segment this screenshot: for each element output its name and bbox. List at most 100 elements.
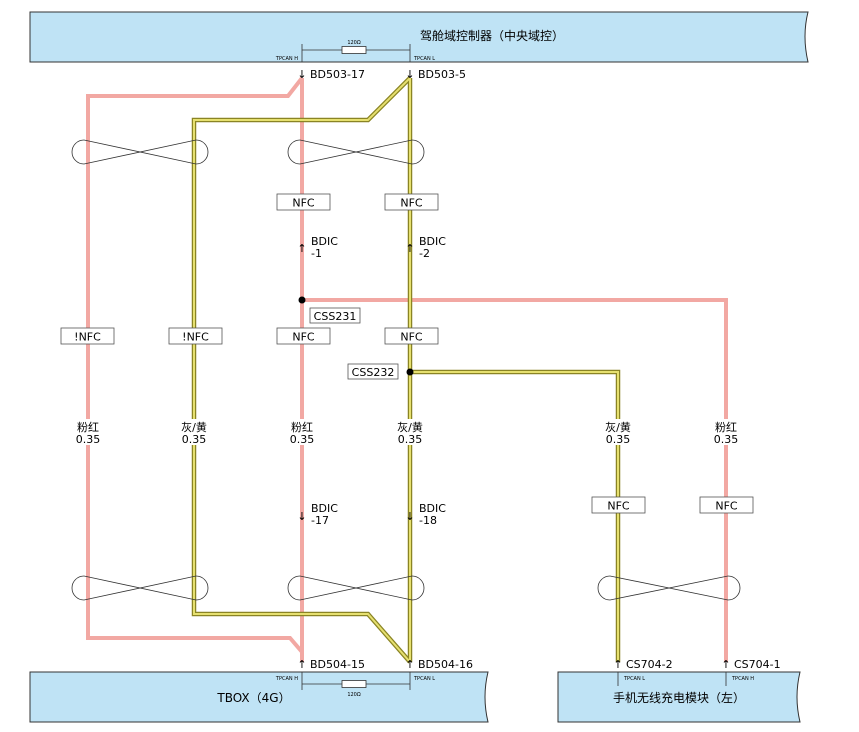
wire-label-grey-yellow: 灰/黄 0.35 (392, 419, 428, 446)
svg-text:0.35: 0.35 (398, 433, 423, 446)
connector-name: BDIC (311, 235, 338, 248)
option-box-nfc: NFC (699, 496, 754, 514)
connector-name: BDIC (311, 502, 338, 515)
wire-pink-branch (302, 298, 728, 662)
option-box-nfc: NFC (591, 496, 646, 514)
option-box-not-nfc: !NFC (168, 327, 223, 345)
connector-name: BDIC (419, 502, 446, 515)
wire-yellow-branch (410, 371, 619, 662)
splices: CSS231 CSS232 (298, 296, 414, 380)
module-tbox: TBOX（4G） 120Ω TPCAN H TPCAN L (29, 671, 489, 723)
pin-up-icon: ↑ (405, 658, 414, 671)
pin-up-icon: ↑ (613, 658, 622, 671)
wire-labels: 粉红 0.35 灰/黄 0.35 粉红 0.35 灰/黄 0.35 灰/黄 0.… (72, 419, 742, 446)
splice-label-css232: CSS232 (352, 366, 395, 379)
connector-pin: -2 (419, 247, 430, 260)
connector-pin: -1 (311, 247, 322, 260)
svg-text:0.35: 0.35 (290, 433, 315, 446)
pin-up-icon: ↑ (405, 242, 414, 255)
svg-text:NFC: NFC (607, 500, 630, 513)
svg-text:!NFC: !NFC (182, 331, 209, 344)
twisted-pair-icon (71, 575, 209, 601)
pin-bd504-16: ↑ BD504-16 (405, 658, 473, 671)
option-box-nfc: NFC (384, 327, 439, 345)
pin-bd503-5: ↓ BD503-5 (405, 68, 466, 81)
wires (86, 76, 728, 664)
pin-down-icon: ↓ (297, 510, 306, 523)
wire-label-pink: 粉红 0.35 (710, 419, 742, 446)
inline-connector-bdic-1: ↑ BDIC -1 (297, 235, 338, 260)
can-h-label: TPCAN H (275, 56, 298, 62)
pin-down-icon: ↓ (405, 68, 414, 81)
splice-dot-icon (406, 368, 414, 376)
wire-label-pink: 粉红 0.35 (286, 419, 318, 446)
can-l-label: TPCAN L (413, 676, 435, 682)
svg-text:0.35: 0.35 (606, 433, 631, 446)
splice-label-css231: CSS231 (314, 310, 357, 323)
pin-label: BD504-15 (310, 658, 365, 671)
svg-text:灰/黄: 灰/黄 (605, 420, 631, 434)
option-box-nfc: NFC (276, 327, 331, 345)
svg-text:NFC: NFC (292, 197, 315, 210)
twisted-pair-icon (597, 575, 741, 601)
splice-dot-icon (298, 296, 306, 304)
wire-label-pink: 粉红 0.35 (72, 419, 104, 446)
module-title: 驾舱域控制器（中央域控） (420, 28, 564, 43)
can-h-label: TPCAN H (275, 676, 298, 682)
pin-bd504-15: ↑ BD504-15 (297, 658, 365, 671)
connector-name: BDIC (419, 235, 446, 248)
twisted-pair-icon (71, 139, 209, 165)
can-l-label: TPCAN L (413, 56, 435, 62)
svg-text:!NFC: !NFC (74, 331, 101, 344)
module-cockpit-domain-controller: 驾舱域控制器（中央域控） 120Ω TPCAN H TPCAN L (29, 11, 809, 63)
pin-label: CS704-1 (734, 658, 781, 671)
svg-text:NFC: NFC (400, 331, 423, 344)
svg-text:0.35: 0.35 (182, 433, 207, 446)
svg-text:灰/黄: 灰/黄 (397, 420, 423, 434)
terminating-resistor-icon: 120Ω (301, 40, 411, 62)
pin-cs704-2: ↑ CS704-2 (613, 658, 672, 671)
pin-up-icon: ↑ (297, 242, 306, 255)
wire-yellow-outer (193, 77, 411, 663)
svg-text:粉红: 粉红 (291, 421, 313, 434)
option-box-not-nfc: !NFC (60, 327, 115, 345)
pin-label: BD503-5 (418, 68, 466, 81)
option-box-nfc: NFC (384, 193, 439, 211)
resistor-value: 120Ω (347, 692, 361, 698)
can-l-label: TPCAN L (623, 676, 645, 682)
can-h-label: TPCAN H (731, 676, 754, 682)
svg-text:粉红: 粉红 (715, 421, 737, 434)
pin-label: CS704-2 (626, 658, 673, 671)
module-title: TBOX（4G） (216, 691, 290, 705)
svg-text:0.35: 0.35 (76, 433, 101, 446)
pin-label: BD503-17 (310, 68, 365, 81)
pin-label: BD504-16 (418, 658, 473, 671)
pin-up-icon: ↑ (297, 658, 306, 671)
option-box-nfc: NFC (276, 193, 331, 211)
inline-connector-bdic-18: ↓ BDIC -18 (405, 502, 446, 527)
pin-bd503-17: ↓ BD503-17 (297, 68, 365, 81)
module-wireless-charger-left: 手机无线充电模块（左） TPCAN L TPCAN H (557, 671, 801, 723)
pin-down-icon: ↓ (405, 510, 414, 523)
twisted-pair-icon (287, 575, 425, 601)
pin-down-icon: ↓ (297, 68, 306, 81)
svg-text:灰/黄: 灰/黄 (181, 420, 207, 434)
svg-text:粉红: 粉红 (77, 421, 99, 434)
wire-label-grey-yellow: 灰/黄 0.35 (600, 419, 636, 446)
inline-connectors: ↑ BDIC -1 ↑ BDIC -2 ↓ BDIC -17 ↓ BDIC -1… (297, 235, 446, 527)
twisted-pair-icons (71, 139, 741, 601)
svg-text:NFC: NFC (292, 331, 315, 344)
module-pins: ↓ BD503-17 ↓ BD503-5 ↑ BD504-15 ↑ BD504-… (297, 68, 780, 671)
svg-text:NFC: NFC (400, 197, 423, 210)
svg-text:NFC: NFC (715, 500, 738, 513)
terminating-resistor-icon: 120Ω (301, 672, 411, 698)
inline-connector-bdic-17: ↓ BDIC -17 (297, 502, 338, 527)
wire-label-grey-yellow: 灰/黄 0.35 (176, 419, 212, 446)
pin-cs704-1: ↑ CS704-1 (721, 658, 780, 671)
svg-text:0.35: 0.35 (714, 433, 739, 446)
resistor-value: 120Ω (347, 40, 361, 46)
connector-pin: -18 (419, 514, 437, 527)
twisted-pair-icon (287, 139, 425, 165)
connector-pin: -17 (311, 514, 329, 527)
